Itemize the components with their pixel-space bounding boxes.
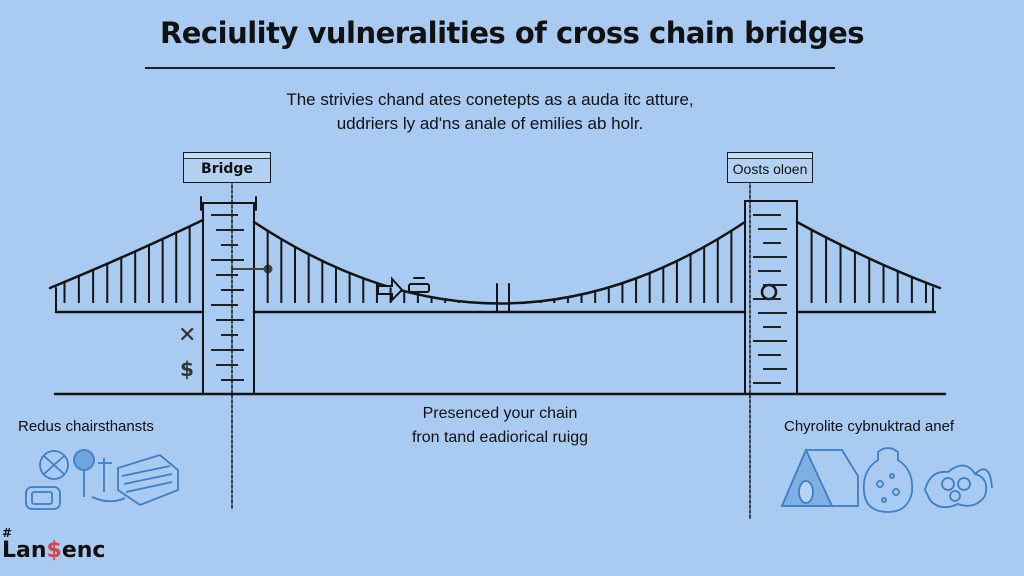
right-caption: Chyrolite cybnuktrad anef	[784, 418, 955, 435]
x-mark-icon: ✕	[178, 323, 196, 348]
label-titlebar	[728, 153, 812, 159]
logo-accent: $	[46, 538, 62, 563]
right-side-cable	[795, 220, 942, 290]
label-titlebar	[184, 153, 270, 159]
left-tower	[202, 202, 255, 395]
subtitle: The strivies chand ates conetерts as a a…	[0, 88, 980, 136]
right-icon-cluster	[780, 447, 993, 513]
left-icon-cluster	[25, 449, 179, 510]
left-caption: Redus chairsthansts	[18, 418, 154, 435]
brand-logo: # Lan$enc	[2, 526, 106, 563]
keyboard-icon	[117, 453, 179, 507]
logo-prefix: Lan	[2, 538, 47, 563]
left-tower-label: Bridge	[183, 152, 271, 183]
center-caption-line-2: fron tand eadiorical ruigg	[411, 429, 589, 446]
pin-icon	[73, 449, 95, 471]
main-cable	[252, 220, 747, 305]
connector-icon	[408, 283, 430, 293]
network-icon	[924, 464, 988, 509]
subtitle-line-2: uddriers ly ad'ns anale of emilies ab ho…	[336, 114, 644, 133]
page-title: Reciulity vulneralities of cross chain b…	[159, 16, 865, 50]
right-tower-label: Oosts oloen	[727, 152, 813, 183]
left-side-cable	[48, 218, 205, 290]
wheel-icon	[39, 450, 69, 480]
center-caption: Presenced your chain fron tand eadiorica…	[0, 402, 1000, 450]
device-icon	[25, 486, 61, 510]
logo-suffix: enc	[61, 538, 106, 563]
logo-hash: #	[2, 526, 13, 540]
center-caption-line-1: Presenced your chain	[422, 405, 578, 422]
dollar-sign-icon: $	[180, 357, 194, 381]
node-circle-icon	[760, 283, 778, 301]
jar-icon	[862, 447, 914, 513]
title-divider	[145, 67, 835, 69]
right-tower	[744, 200, 798, 395]
subtitle-line-1: The strivies chand ates conetерts as a a…	[286, 90, 694, 109]
